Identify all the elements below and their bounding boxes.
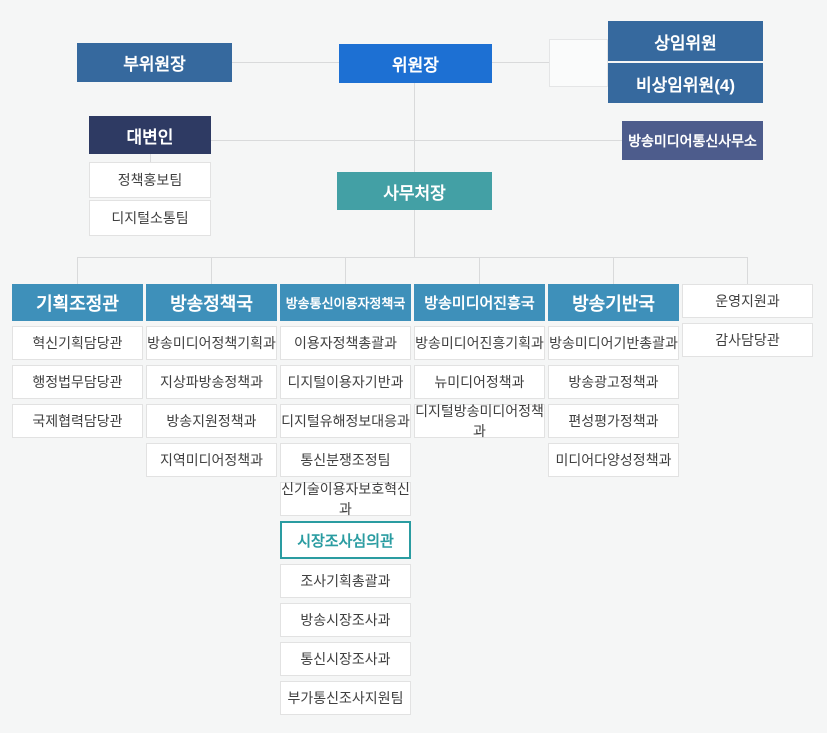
dept-item[interactable]: 방송미디어진흥기획과 [414, 326, 545, 360]
secretary-general-box[interactable]: 사무처장 [337, 172, 492, 210]
connector-drop-1 [77, 257, 78, 284]
non-standing-commissioner-box[interactable]: 비상임위원(4) [608, 63, 763, 103]
dept-item[interactable]: 혁신기획담당관 [12, 326, 143, 360]
bureau-header[interactable]: 방송정책국 [146, 284, 277, 321]
connector-drop-4 [479, 257, 480, 284]
connector-distributor [77, 257, 748, 258]
spokesperson-box[interactable]: 대변인 [89, 116, 211, 154]
vice-chairman-box[interactable]: 부위원장 [77, 43, 232, 82]
dept-item[interactable]: 방송지원정책과 [146, 404, 277, 438]
connector-drop-5 [613, 257, 614, 284]
chairman-box[interactable]: 위원장 [339, 44, 492, 83]
dept-item[interactable]: 방송미디어기반총괄과 [548, 326, 679, 360]
bureau-header[interactable]: 기획조정관 [12, 284, 143, 321]
connector-commissioners-bracket [549, 39, 608, 87]
dept-item[interactable]: 방송시장조사과 [280, 603, 411, 637]
connector-drop-6 [747, 257, 748, 284]
dept-item[interactable]: 지역미디어정책과 [146, 443, 277, 477]
dept-item[interactable]: 조사기획총괄과 [280, 564, 411, 598]
dept-item[interactable]: 지상파방송정책과 [146, 365, 277, 399]
bureau-header[interactable]: 방송통신이용자정책국 [280, 284, 411, 321]
connector-spokesperson-office [211, 140, 622, 141]
digital-comms-team-box[interactable]: 디지털소통팀 [89, 200, 211, 236]
connector-secretary-trunk [414, 210, 415, 257]
dept-item[interactable]: 운영지원과 [682, 284, 813, 318]
policy-pr-team-box[interactable]: 정책홍보팀 [89, 162, 211, 198]
dept-item[interactable]: 통신분쟁조정팀 [280, 443, 411, 477]
connector-vicechair-chair [232, 62, 339, 63]
dept-item[interactable]: 신기술이용자보호혁신과 [280, 481, 411, 517]
dept-item[interactable]: 이용자정책총괄과 [280, 326, 411, 360]
dept-item[interactable]: 디지털방송미디어정책과 [414, 403, 545, 439]
dept-item[interactable]: 부가통신조사지원팀 [280, 681, 411, 715]
dept-item[interactable]: 국제협력담당관 [12, 404, 143, 438]
connector-drop-3 [345, 257, 346, 284]
dept-item[interactable]: 뉴미디어정책과 [414, 365, 545, 399]
market-research-deliberation-box[interactable]: 시장조사심의관 [280, 521, 411, 559]
dept-item[interactable]: 편성평가정책과 [548, 404, 679, 438]
dept-item[interactable]: 디지털유해정보대응과 [280, 404, 411, 438]
connector-drop-2 [211, 257, 212, 284]
bureau-header[interactable]: 방송미디어진흥국 [414, 284, 545, 321]
standing-commissioner-box[interactable]: 상임위원 [608, 21, 763, 61]
connector-chair-secretary [414, 83, 415, 172]
dept-item[interactable]: 감사담당관 [682, 323, 813, 357]
dept-item[interactable]: 통신시장조사과 [280, 642, 411, 676]
connector-spokesperson-teams [150, 154, 151, 162]
dept-item[interactable]: 미디어다양성정책과 [548, 443, 679, 477]
dept-item[interactable]: 디지털이용자기반과 [280, 365, 411, 399]
bureau-header[interactable]: 방송기반국 [548, 284, 679, 321]
dept-item[interactable]: 방송광고정책과 [548, 365, 679, 399]
broadcast-media-comms-office-box[interactable]: 방송미디어통신사무소 [622, 121, 763, 160]
dept-item[interactable]: 행정법무담당관 [12, 365, 143, 399]
connector-chair-commissioners [492, 62, 549, 63]
dept-item[interactable]: 방송미디어정책기획과 [146, 326, 277, 360]
